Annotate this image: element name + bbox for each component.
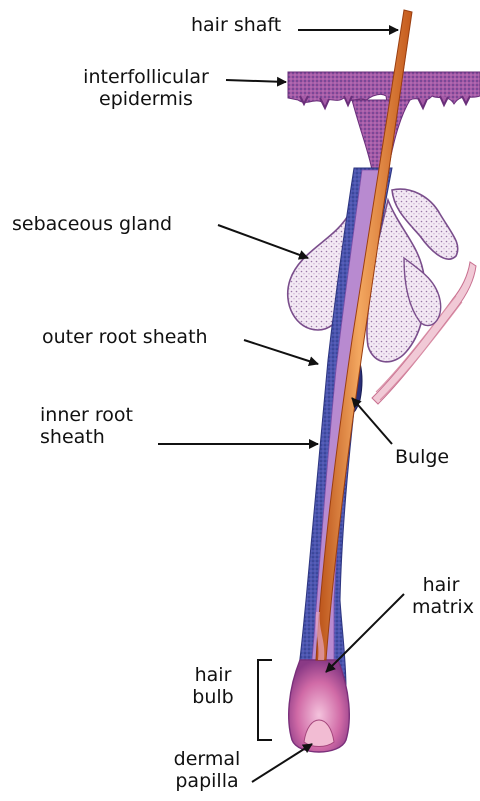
label-hair-bulb: hair bulb [183,664,243,708]
arrow-interfollicular-epidermis [226,80,286,82]
label-bulge: Bulge [395,446,449,468]
hair-bulb-bracket [258,660,272,740]
hair-bulb-shape [289,660,350,752]
arrow-bulge [352,398,392,444]
arrow-dermal-papilla [252,744,312,782]
arrow-outer-root-sheath [244,340,318,364]
label-sebaceous-gland: sebaceous gland [12,213,172,235]
label-dermal-papilla: dermal papilla [167,748,247,792]
label-hair-matrix: hair matrix [412,574,470,618]
arrow-sebaceous-gland [218,225,308,258]
label-inner-root-sheath: inner root sheath [40,404,133,448]
label-hair-shaft: hair shaft [191,14,281,36]
label-outer-root-sheath: outer root sheath [42,326,208,348]
label-interfollicular-epidermis: interfollicular epidermis [70,66,222,110]
